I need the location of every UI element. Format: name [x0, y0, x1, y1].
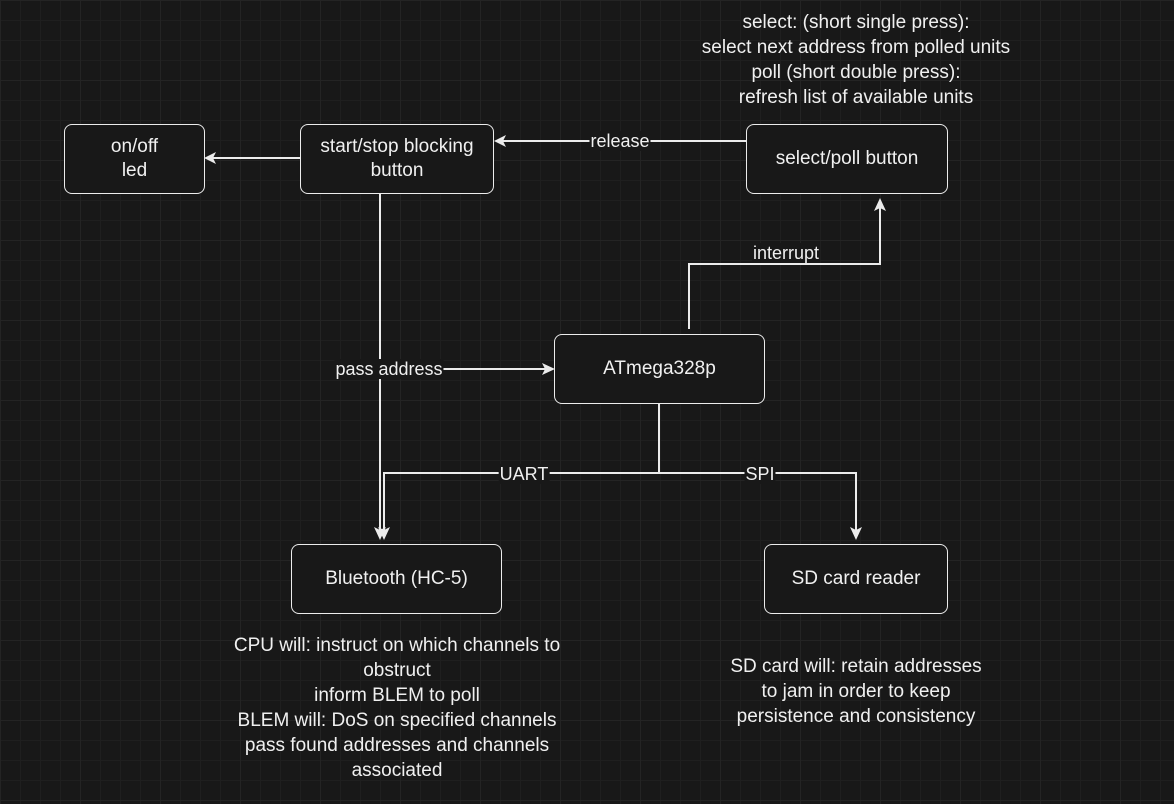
led-node[interactable]: on/off led	[64, 124, 205, 194]
arrowhead-led	[204, 152, 216, 164]
sd-card-reader-node[interactable]: SD card reader	[764, 544, 948, 614]
sd-card-note: SD card will: retain addresses to jam in…	[730, 656, 982, 727]
arrowhead-interrupt	[874, 198, 886, 211]
bluetooth-note: CPU will: instruct on which channels to …	[233, 635, 561, 781]
edge-label-spi: SPI	[744, 464, 776, 484]
edge-interrupt	[688, 208, 881, 329]
edge-label-pass-address: pass address	[334, 359, 444, 379]
edge-spi	[659, 472, 857, 530]
edge-label-interrupt: interrupt	[751, 243, 821, 263]
arrowhead-sd-reader	[850, 527, 862, 540]
select-poll-note: select: (short single press): select nex…	[701, 12, 1011, 108]
mcu-node[interactable]: ATmega328p	[554, 334, 765, 404]
arrowhead-mcu	[542, 363, 555, 375]
select-poll-button-node[interactable]: select/poll button	[746, 124, 948, 194]
start-stop-button-node[interactable]: start/stop blocking button	[300, 124, 494, 194]
bluetooth-node[interactable]: Bluetooth (HC-5)	[291, 544, 502, 614]
edge-label-release: release	[589, 131, 651, 151]
edge-label-uart: UART	[498, 464, 550, 484]
arrowhead-release	[494, 135, 506, 147]
arrowhead-bluetooth-b	[378, 527, 390, 540]
